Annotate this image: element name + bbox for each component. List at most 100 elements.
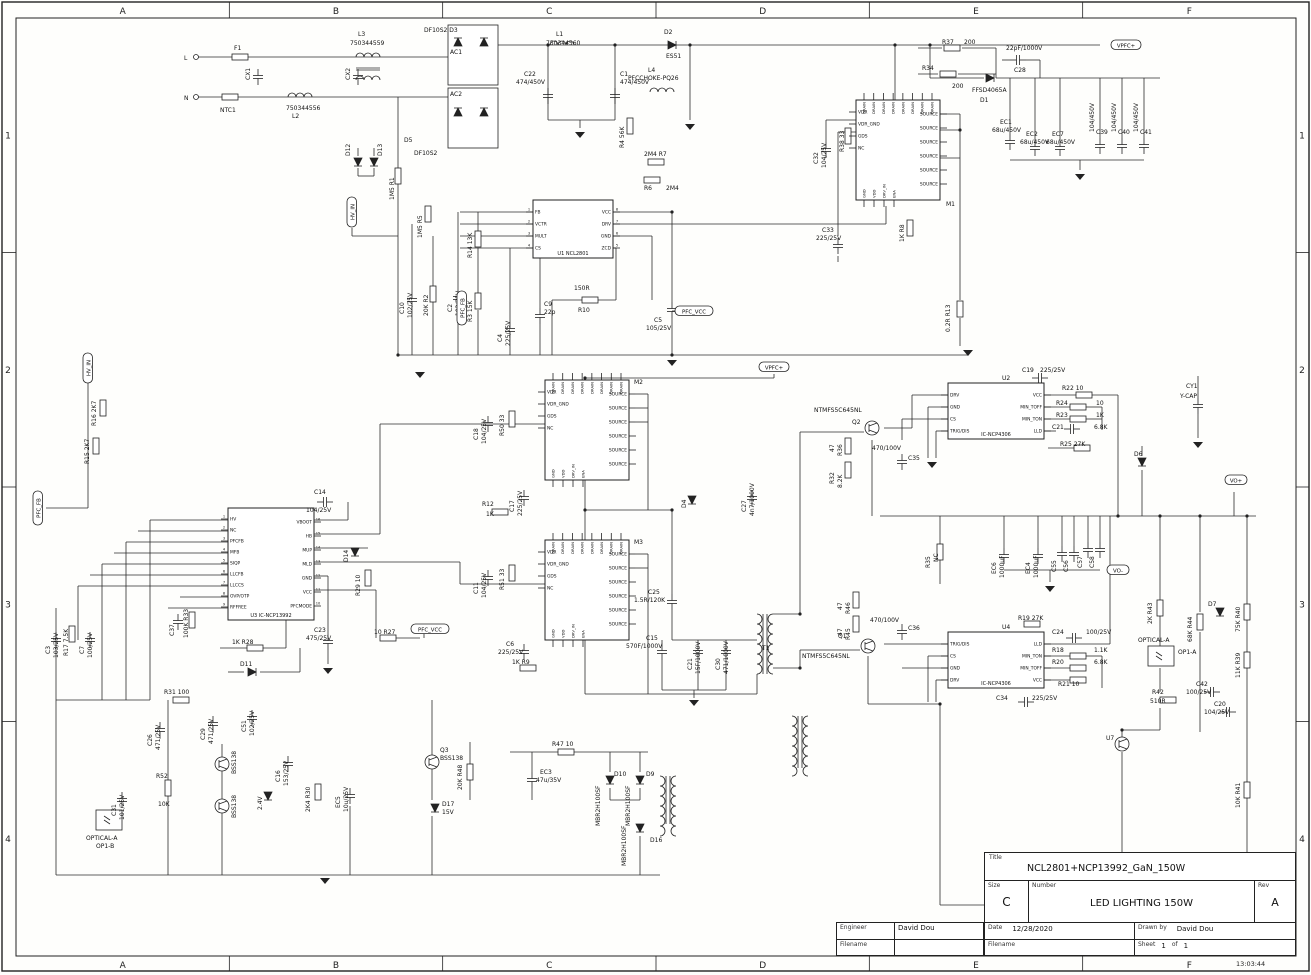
component-label: 20K R48 [457, 765, 464, 790]
ic-pin-label: DRAIN [891, 102, 896, 114]
frame-row-label: 3 [1299, 600, 1305, 610]
component-label: 68K R44 [1187, 617, 1194, 642]
res-symbol [394, 167, 402, 185]
ic-pin-label: GND [861, 189, 866, 198]
res-symbol [164, 779, 172, 797]
ic-pin-label: NC [858, 146, 864, 152]
component-label: D1 [980, 97, 989, 104]
component-label: 8.2K [837, 473, 844, 488]
component-label: N [184, 95, 189, 102]
frame-column-label: F [1187, 961, 1192, 971]
res-symbol [852, 591, 860, 609]
ic-pin-label: 5 [223, 559, 225, 563]
component-label: EC7 [1052, 131, 1064, 138]
component-label: R6 [644, 185, 652, 192]
frame-row-label: 2 [5, 366, 11, 376]
ic-U3: HV1NC2PFCFB3MFB4SIQP5LLCFB6LLCCS7OVP/OTP… [221, 507, 321, 621]
component-label: 2M4 [666, 185, 679, 192]
component-label: C23 [314, 627, 326, 634]
component-label: D4 [681, 499, 688, 508]
ic-pin-label: SOURCE [609, 594, 627, 600]
component-label: 2.4V [257, 795, 264, 810]
ic-pin-label: IC-NCP4306 [981, 681, 1011, 687]
frame-column-label: B [333, 961, 339, 971]
junction-dot [1245, 514, 1249, 518]
res-symbol [1069, 664, 1087, 672]
drawn-by-value: David Dou [1176, 925, 1214, 933]
component-label: 225/25V [816, 235, 842, 242]
ic-pin-label: PFCMODE [290, 604, 312, 610]
sheet-total: 1 [1183, 942, 1189, 950]
ic-pin-label: SOURCE [920, 182, 938, 188]
cap-symbol [407, 292, 417, 308]
net-flag: PFC_VCC [410, 623, 450, 634]
cap-symbol [173, 614, 183, 630]
frame-column-label: E [973, 7, 979, 17]
net-flag: HV_IN [346, 196, 357, 228]
component-label: 750344556 [286, 105, 321, 112]
component-label: 68u/450V [1046, 139, 1076, 146]
component-label: C55 [1051, 560, 1058, 572]
ic-pin-label: TRIG/DIS [949, 429, 970, 435]
diode-symbol [479, 37, 489, 47]
cap-symbol [821, 142, 831, 158]
component-label: MBR2H100SF [625, 785, 632, 826]
plot-timestamp: 13:03:44 [1236, 960, 1266, 968]
ic-pin-label: SOURCE [609, 580, 627, 586]
ic-pin-label: DRAIN [560, 542, 565, 554]
ic-pin-label: IC-NCP4306 [981, 432, 1011, 438]
component-label: OPTICAL-A [86, 835, 118, 842]
ic-pin-label: ENA [580, 470, 585, 478]
component-label: NTC1 [220, 107, 236, 114]
res-symbol [643, 176, 661, 184]
component-label: 102/25V [249, 710, 256, 736]
junction-dot [688, 43, 692, 47]
ic-pin-label: GDS [547, 574, 557, 580]
ic-pin-label: DRV [950, 393, 959, 399]
res-symbol [1156, 599, 1164, 617]
svg-text:PFC_FB: PFC_FB [36, 498, 42, 518]
component-label: C29 [200, 728, 207, 740]
component-label: D10 [614, 771, 626, 778]
component-label: 100/25V [87, 632, 94, 658]
diode-symbol [605, 775, 615, 785]
component-label: R12 [482, 501, 494, 508]
res-symbol [906, 219, 914, 237]
component-label: CX2 [345, 68, 352, 80]
component-label: R25 27K [1060, 441, 1086, 448]
res-symbol [581, 296, 599, 304]
ic-pin-label: 3 [223, 537, 225, 541]
component-label: R52 [156, 773, 168, 780]
component-label: R15 2K7 [84, 439, 91, 464]
frame-row-label: 4 [5, 835, 11, 845]
cap-symbol [505, 322, 515, 338]
ic-pin-label: 13 [316, 560, 321, 564]
ic-pin-label: DRAIN [900, 102, 905, 114]
component-label: 101/25V [119, 794, 126, 820]
res-symbol [474, 230, 482, 248]
component-label: R17 7.5K [63, 628, 70, 656]
component-label: PFCCHOKE-PQ26 [628, 75, 679, 82]
ic-pin-label: ENA [580, 630, 585, 638]
cap-symbol [897, 454, 907, 470]
component-label: 2M4 R7 [644, 151, 667, 158]
component-label: 11K R39 [1235, 653, 1242, 678]
junction-dot [396, 353, 400, 357]
component-label: D11 [240, 661, 252, 668]
ic-pin-label: 3 [528, 232, 530, 236]
ic-pin-label: SIQP [230, 561, 241, 567]
cap-symbol [519, 490, 529, 506]
component-label: R38 33 [839, 130, 846, 152]
component-label: 470/100V [872, 445, 902, 452]
component-label: 104/25V [821, 142, 828, 168]
component-label: 225/25V [505, 320, 512, 346]
cap-symbol [1117, 138, 1127, 154]
component-label: C35 [908, 455, 920, 462]
ic-pin-label: SOURCE [609, 448, 627, 454]
ic-pin-label: 7 [616, 220, 618, 224]
diode-symbol [635, 823, 645, 833]
component-label: 1K R28 [232, 639, 254, 646]
ic-pin-label: VDD [871, 189, 876, 198]
ic-pin-label: 14 [316, 546, 321, 550]
